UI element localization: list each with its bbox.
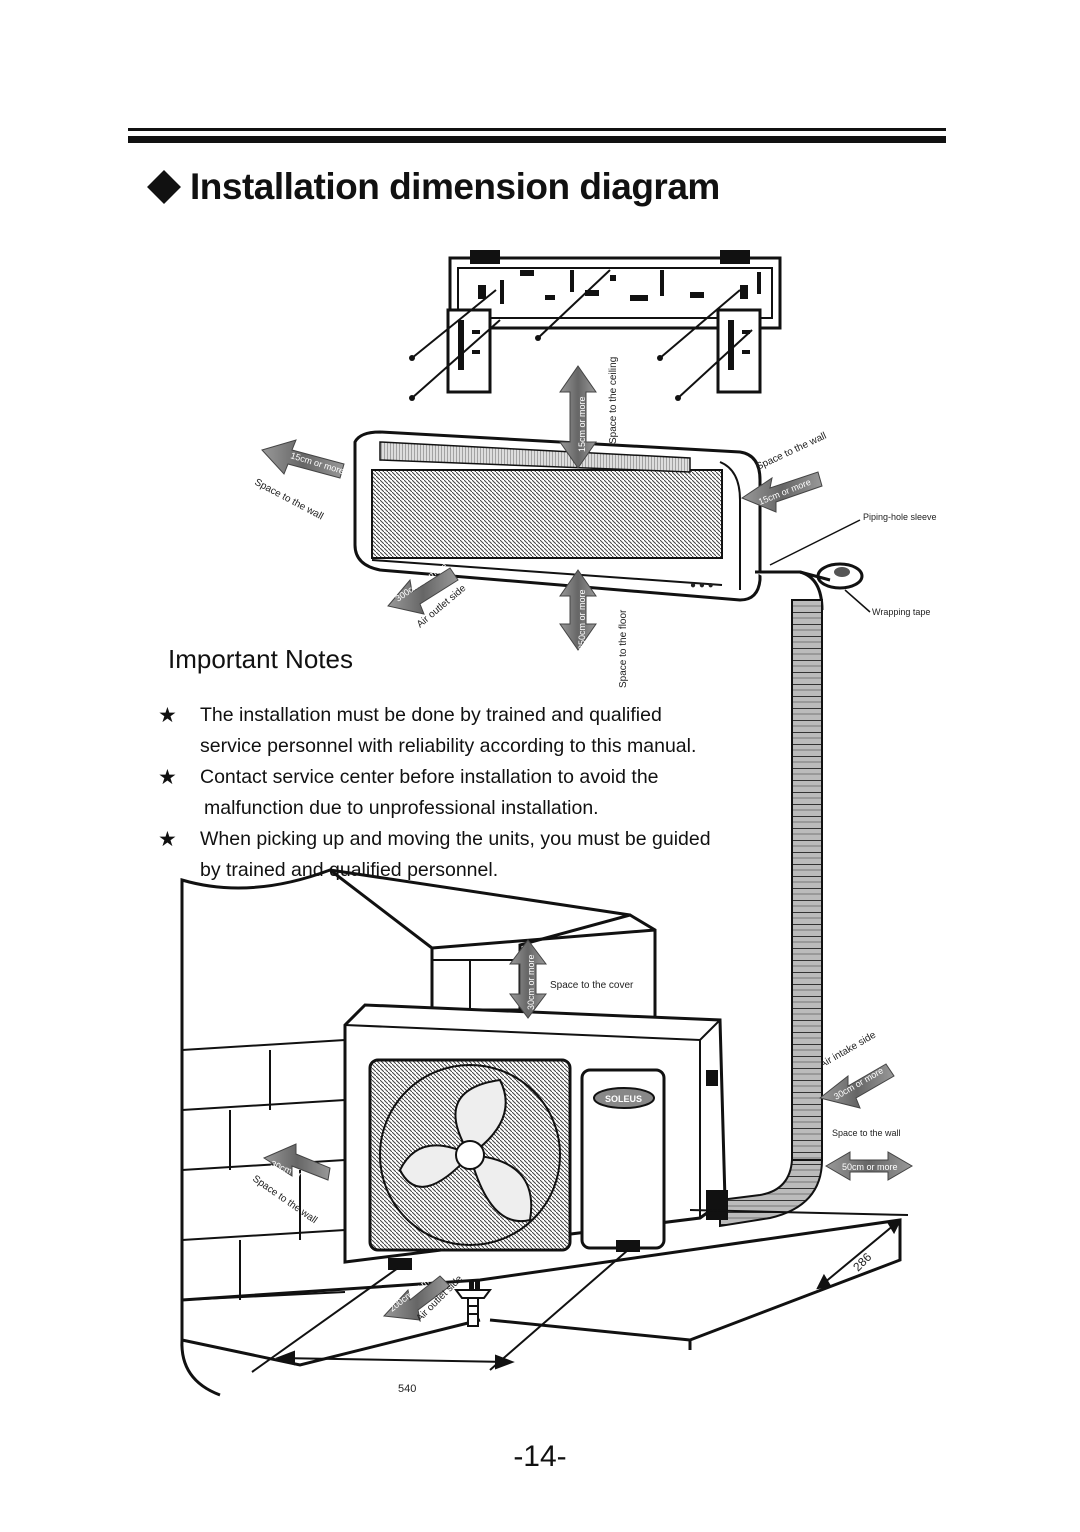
header-rule-thick	[128, 136, 946, 143]
note-line: malfunction due to unprofessional instal…	[204, 797, 599, 819]
brick-lines	[181, 959, 520, 1301]
wrapping-tape-label: Wrapping tape	[872, 607, 930, 617]
outdoor-enclosure	[180, 868, 902, 1397]
star-bullet-icon: ★	[158, 704, 177, 727]
page-number: -14-	[513, 1440, 567, 1473]
arrow-left-wall: 15cm or more Space to the wall	[253, 439, 345, 522]
arrow-floor-text: 250cm or more	[577, 589, 587, 650]
section-title-text: Installation dimension diagram	[190, 166, 720, 207]
arrow-outlet-outdoor: 200cm or more Air outlet side	[382, 1268, 465, 1324]
arrow-intake: 30cm or more Air intake side	[818, 1029, 895, 1109]
air-intake-side-label: Air intake side	[818, 1029, 878, 1070]
bolt-icon	[454, 1281, 492, 1327]
arrow-wall-left: 30cm or more Space to the wall	[250, 1143, 331, 1226]
note-line: The installation must be done by trained…	[200, 704, 662, 726]
star-bullet-icon: ★	[158, 766, 177, 789]
note-item: ★ Contact service center before installa…	[158, 762, 768, 824]
note-line: Contact service center before installati…	[200, 766, 659, 788]
space-floor-label: Space to the floor	[618, 609, 629, 688]
note-line: service personnel with reliability accor…	[200, 735, 697, 757]
section-title: Installation dimension diagram	[147, 166, 720, 208]
piping: Piping-hole sleeve Wrapping tape	[719, 512, 937, 1228]
indoor-unit: ● ● ●	[353, 430, 762, 602]
arrow-wall-right-text: 50cm or more	[842, 1162, 898, 1172]
arrow-cover: 30cm or more Space to the cover	[509, 939, 634, 1019]
note-line: by trained and qualified personnel.	[200, 859, 499, 881]
arrow-wall-right: Space to the wall 50cm or more	[825, 1128, 913, 1181]
outdoor-unit: SOLEUS	[343, 1003, 728, 1270]
piping-hole-sleeve-label: Piping-hole sleeve	[863, 512, 937, 522]
mounting-plate	[409, 250, 782, 401]
arrow-ceiling-text: 15cm or more	[577, 396, 587, 452]
arrow-cover-text: 30cm or more	[526, 954, 536, 1010]
important-notes-heading: Important Notes	[168, 644, 353, 674]
note-item: ★ When picking up and moving the units, …	[158, 824, 768, 886]
note-item: ★ The installation must be done by train…	[158, 700, 768, 762]
space-ceiling-label: Space to the ceiling	[608, 357, 619, 444]
header-rule-thin	[128, 128, 946, 131]
space-wall-label-left: Space to the wall	[253, 477, 325, 522]
svg-text:● ● ●: ● ● ●	[690, 580, 714, 591]
dimension-lines	[251, 1209, 909, 1373]
space-wall-label-outdoor: Space to the wall	[832, 1128, 901, 1138]
dimension-540: 540	[398, 1383, 416, 1395]
space-cover-label: Space to the cover	[550, 980, 634, 991]
space-wall-label-right: Space to the wall	[755, 431, 829, 473]
arrow-floor: 250cm or more Space to the floor	[559, 569, 629, 688]
brand-logo-text: SOLEUS	[605, 1094, 642, 1104]
arrow-ceiling: 15cm or more Space to the ceiling	[559, 357, 619, 469]
star-bullet-icon: ★	[158, 828, 177, 851]
note-line: When picking up and moving the units, yo…	[200, 828, 711, 850]
